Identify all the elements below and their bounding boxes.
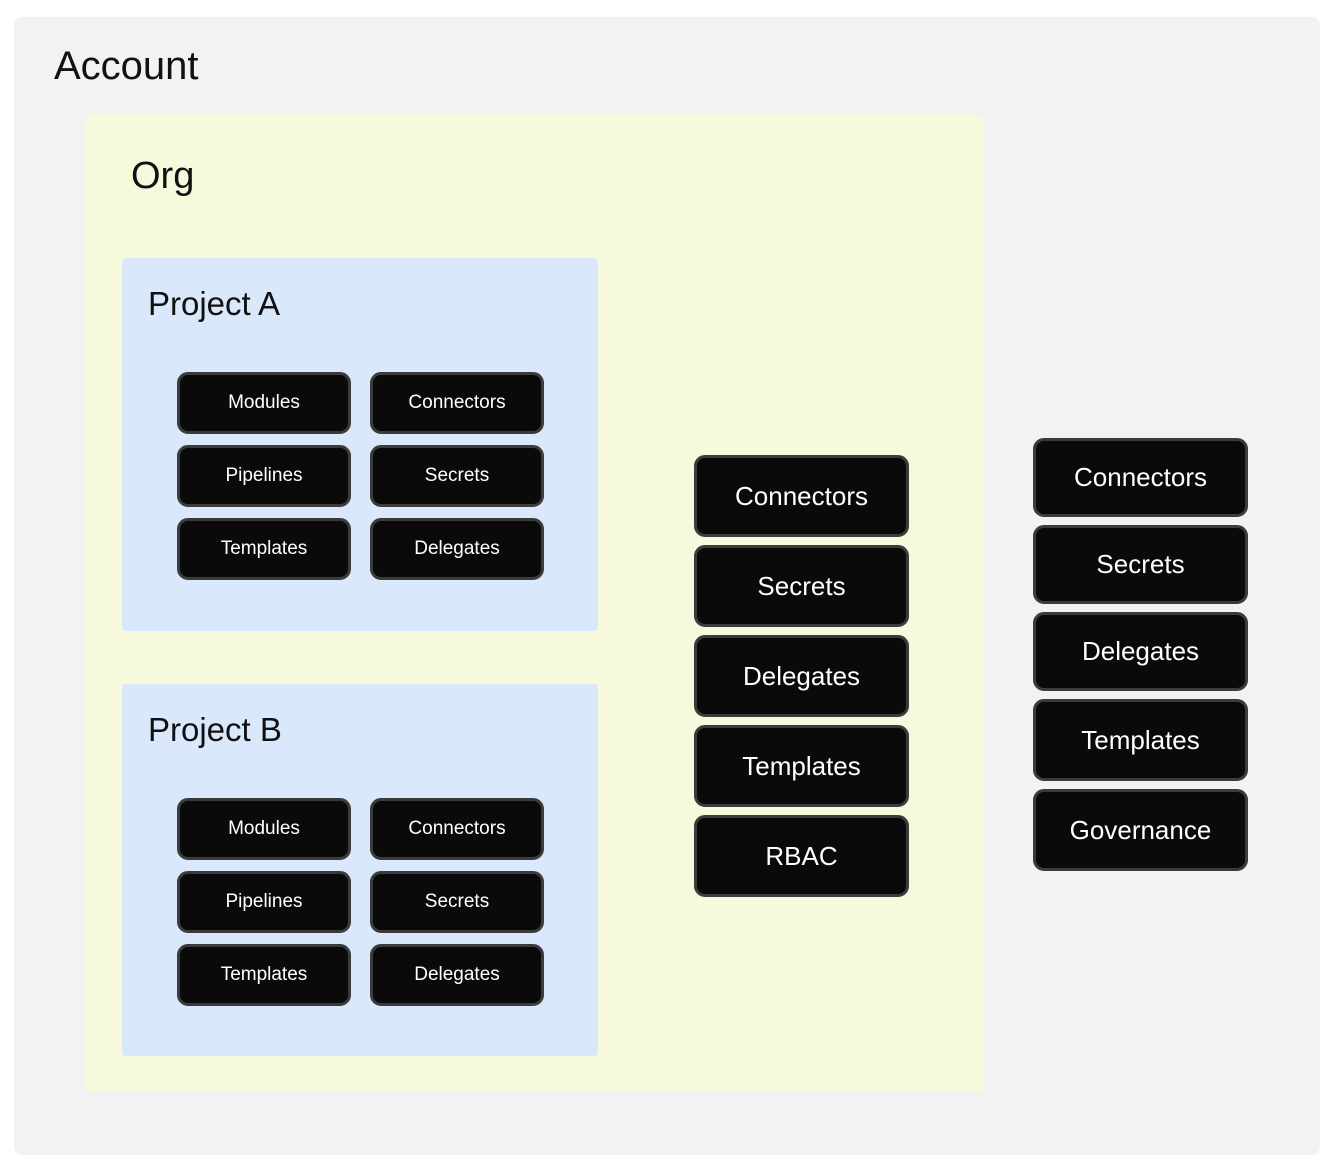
account-resource-column: Connectors Secrets Delegates Templates G…: [1033, 438, 1248, 871]
project-resource-grid-a: Modules Connectors Pipelines Secrets Tem…: [177, 372, 544, 580]
org-resource-templates[interactable]: Templates: [694, 725, 909, 807]
project-a-resource-pipelines[interactable]: Pipelines: [177, 445, 351, 507]
org-resource-connectors[interactable]: Connectors: [694, 455, 909, 537]
account-resource-delegates[interactable]: Delegates: [1033, 612, 1248, 691]
project-scope-panel-b: Project B Modules Connectors Pipelines S…: [122, 684, 598, 1056]
project-a-resource-templates[interactable]: Templates: [177, 518, 351, 580]
account-resource-secrets[interactable]: Secrets: [1033, 525, 1248, 604]
project-b-resource-delegates[interactable]: Delegates: [370, 944, 544, 1006]
project-a-resource-connectors[interactable]: Connectors: [370, 372, 544, 434]
org-resource-column: Connectors Secrets Delegates Templates R…: [694, 455, 909, 897]
account-resource-governance[interactable]: Governance: [1033, 789, 1248, 871]
project-a-resource-modules[interactable]: Modules: [177, 372, 351, 434]
org-scope-panel: Org Project A Modules Connectors Pipelin…: [85, 114, 984, 1092]
org-scope-title: Org: [131, 155, 195, 197]
project-b-resource-templates[interactable]: Templates: [177, 944, 351, 1006]
project-resource-grid-b: Modules Connectors Pipelines Secrets Tem…: [177, 798, 544, 1006]
project-scope-panel-a: Project A Modules Connectors Pipelines S…: [122, 258, 598, 631]
project-b-resource-pipelines[interactable]: Pipelines: [177, 871, 351, 933]
account-scope-title: Account: [54, 44, 199, 88]
account-resource-templates[interactable]: Templates: [1033, 699, 1248, 781]
project-b-resource-connectors[interactable]: Connectors: [370, 798, 544, 860]
org-resource-rbac[interactable]: RBAC: [694, 815, 909, 897]
project-a-resource-secrets[interactable]: Secrets: [370, 445, 544, 507]
account-scope-panel: Account Org Project A Modules Connectors…: [14, 17, 1320, 1155]
project-b-resource-modules[interactable]: Modules: [177, 798, 351, 860]
project-b-resource-secrets[interactable]: Secrets: [370, 871, 544, 933]
org-resource-secrets[interactable]: Secrets: [694, 545, 909, 627]
project-a-resource-delegates[interactable]: Delegates: [370, 518, 544, 580]
project-title-b: Project B: [148, 711, 282, 748]
org-resource-delegates[interactable]: Delegates: [694, 635, 909, 717]
project-title-a: Project A: [148, 285, 281, 322]
account-resource-connectors[interactable]: Connectors: [1033, 438, 1248, 517]
